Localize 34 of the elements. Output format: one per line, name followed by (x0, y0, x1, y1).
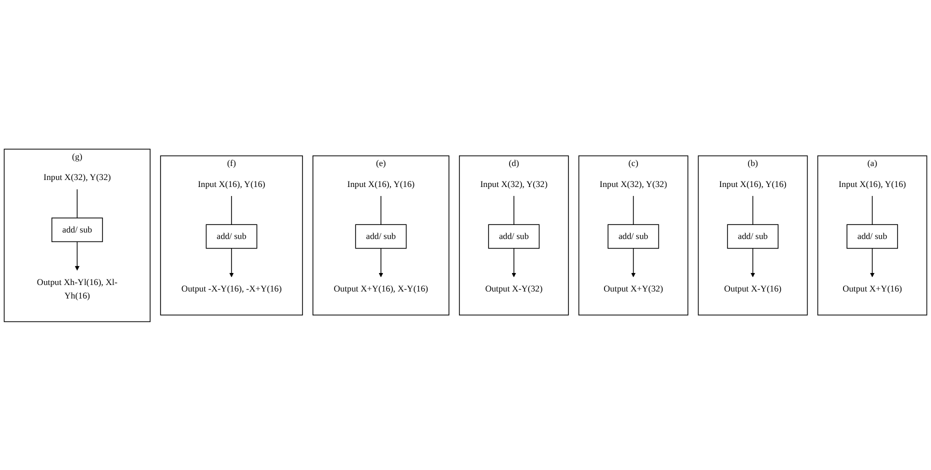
arrow (870, 248, 875, 277)
node-box: add/ sub (206, 224, 258, 248)
node-text: Output X-Y(32) (485, 283, 543, 294)
connector (231, 195, 232, 225)
connector (752, 195, 754, 225)
node-box: add/ sub (846, 224, 898, 248)
node-text: Output Xh-Yl(16), Xl-Yh(16) (36, 276, 118, 300)
node-text: Output X-Y(16) (724, 283, 782, 294)
connector (632, 195, 634, 225)
connector (76, 188, 78, 218)
node-text: Input X(16), Y(16) (347, 178, 415, 188)
node-box: add/ sub (488, 224, 540, 248)
node-box: add/ sub (51, 217, 103, 242)
node-box: add/ sub (608, 224, 660, 248)
node-text: Output -X-Y(16), -X+Y(16) (181, 283, 282, 294)
node-text: Input X(32), Y(32) (44, 172, 111, 182)
node-text: Input X(16), Y(16) (198, 178, 266, 188)
node-text: Output X+Y(16) (842, 283, 902, 294)
connector (872, 195, 873, 225)
node-box: add/ sub (355, 224, 407, 248)
node-text: Input X(32), Y(32) (480, 178, 548, 188)
node-text: Input X(32), Y(32) (600, 178, 668, 188)
arrow (750, 248, 756, 277)
arrow (512, 248, 516, 277)
node-text: Input X(16), Y(16) (719, 178, 786, 188)
node-box: add/ sub (727, 224, 779, 248)
arrow (74, 240, 80, 270)
node-text: Output X+Y(16), X-Y(16) (334, 283, 428, 294)
arrow (631, 248, 636, 277)
node-text: Output X+Y(32) (604, 283, 664, 294)
arrow (378, 248, 384, 277)
connector (380, 195, 382, 225)
node-text: Input X(16), Y(16) (838, 178, 906, 188)
arrow (229, 248, 234, 277)
